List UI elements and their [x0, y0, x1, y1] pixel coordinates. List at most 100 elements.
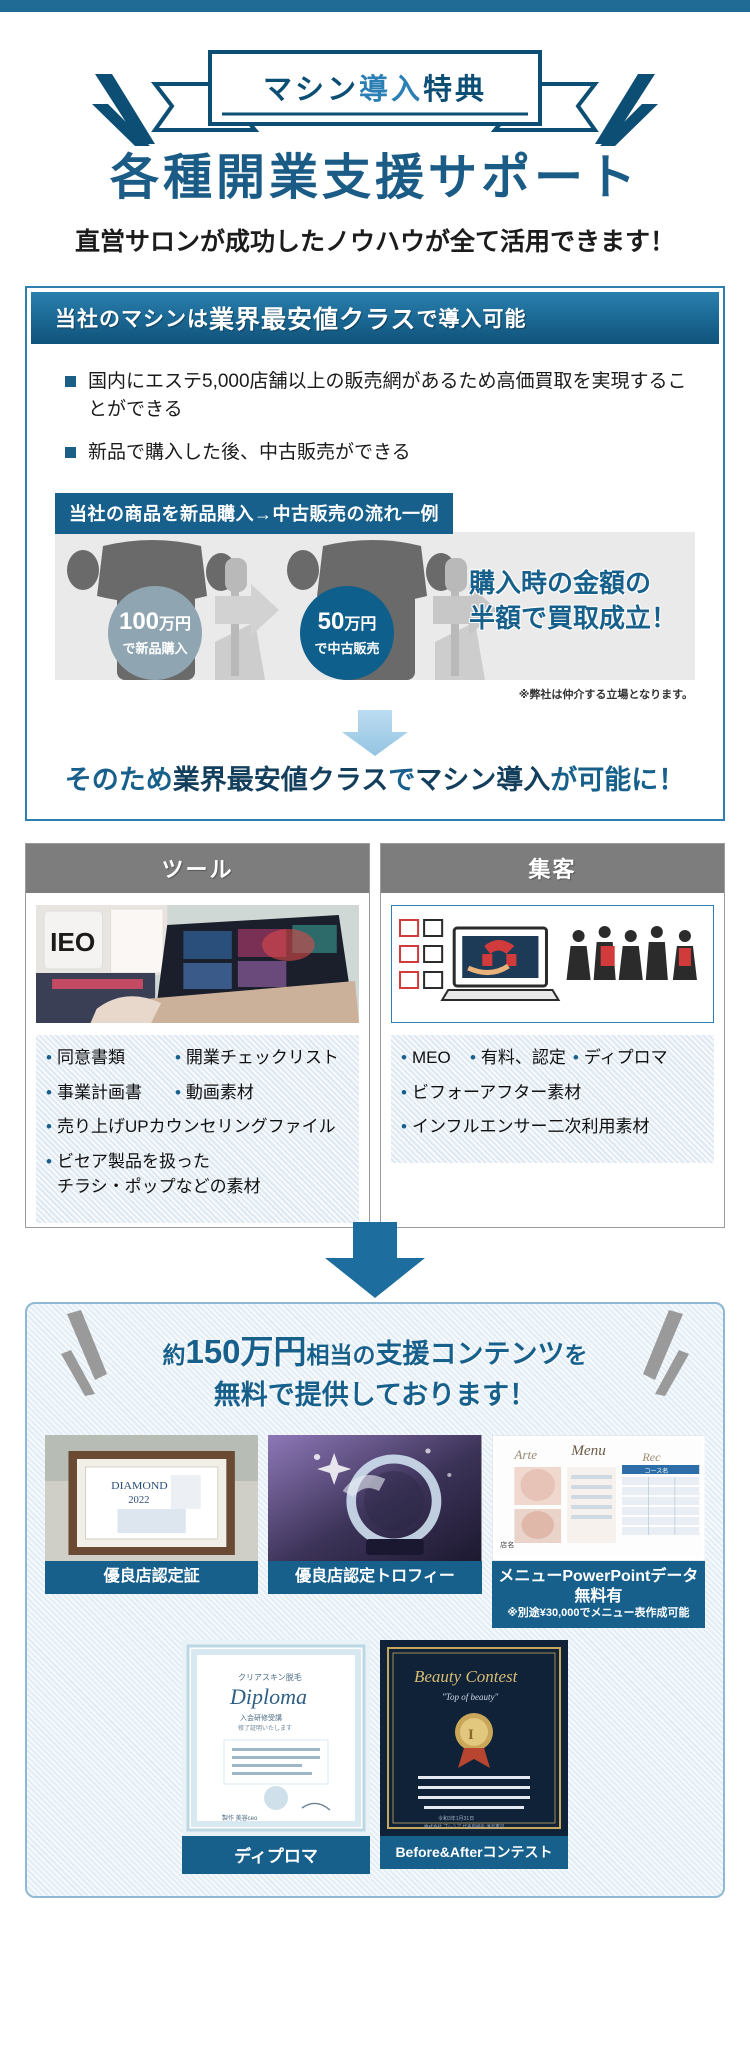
down-arrow-icon [342, 710, 408, 757]
slash-right-icon [643, 1309, 689, 1396]
heading-particle: を [564, 1341, 588, 1368]
card-caption: ディプロマ [182, 1835, 370, 1874]
laptop-on-desk-photo: IEO [36, 905, 359, 1024]
marketing-item-list: • MEO • 有料、認定 • ディプロマ • ビフォーアフター素材 • インフ… [391, 1035, 714, 1163]
closing-part-e: が可能に！ [550, 765, 686, 796]
svg-text:令和3年1月31日: 令和3年1月31日 [438, 1815, 474, 1822]
list-item-label: 開業チェックリスト [185, 1048, 339, 1068]
crystal-trophy-graphic [268, 1434, 482, 1561]
list-item: • 事業計画書 • 動画素材 [46, 1080, 351, 1106]
heading-part-c: で導入可能 [416, 307, 527, 331]
card-contest[interactable]: Beauty Contest "Top of beauty" I 令和3年1月3… [380, 1639, 568, 1874]
list-item: • 同意書類 • 開業チェックリスト [46, 1045, 351, 1071]
list-item-label: 事業計画書 [56, 1082, 142, 1102]
svg-text:修了証明いたします: 修了証明いたします [238, 1724, 292, 1732]
heading-value: 150万円 [185, 1332, 307, 1370]
price-circle-new-amount: 100万円 [118, 607, 192, 635]
framed-certificate-photo: DIAMOND 2022 [45, 1434, 259, 1561]
column-tools-title: ツール [26, 844, 369, 894]
list-item: • MEO • 有料、認定 • ディプロマ [401, 1045, 706, 1071]
laptop-photo-graphic: IEO [36, 905, 359, 1024]
flow-result-line1: 購入時の金額の [468, 568, 651, 599]
flow-diagram-tag: 当社の商品を新品購入→中古販売の流れ一例 [55, 493, 453, 535]
closing-part-d: マシン導入 [415, 765, 551, 796]
dot-bullet-icon: • [174, 1082, 181, 1102]
top-accent-bar [0, 0, 750, 12]
price-circle-used-caption: で中古販売 [314, 640, 380, 656]
marketing-illustration [391, 905, 714, 1024]
closing-part-c: で [388, 765, 416, 796]
diploma-certificate-graphic: クリアスキン脱毛 Diploma 入会研修受講 修了証明いたします 製作 美容c… [182, 1639, 370, 1836]
list-item-label: ビフォーアフター素材 [411, 1082, 582, 1102]
dot-bullet-icon: • [401, 1082, 407, 1102]
svg-text:I: I [468, 1727, 474, 1743]
card-menu-ppt[interactable]: Arte Menu Rec コース名 [491, 1434, 705, 1628]
tools-and-marketing-columns: ツール IEO [25, 843, 725, 1228]
benefit-bullet-list: 国内にエステ5,000店舗以上の販売網があるため高価買取を実現することができる … [27, 348, 723, 488]
dot-bullet-icon: • [46, 1151, 52, 1171]
square-bullet-icon [65, 446, 76, 458]
card-caption-main: メニューPowerPointデータ無料有 [498, 1567, 699, 1605]
svg-text:製作 美容ceo: 製作 美容ceo [222, 1814, 258, 1822]
beauty-contest-certificate-graphic: Beauty Contest "Top of beauty" I 令和3年1月3… [380, 1639, 568, 1836]
list-item-label: 動画素材 [185, 1082, 254, 1102]
price-circle-new: 100万円 で新品購入 [108, 586, 202, 681]
price-circle-new-caption: で新品購入 [122, 640, 188, 656]
card-trophy[interactable]: 優良店認定トロフィー [268, 1434, 482, 1628]
svg-text:株式会社 プレミア 代表取締役 清高憲司: 株式会社 プレミア 代表取締役 清高憲司 [424, 1823, 504, 1830]
list-item-label: ビセア製品を扱った [56, 1151, 210, 1171]
flow-result-line2: 半額で買取成立！ [468, 603, 677, 634]
slash-left-icon [61, 1309, 107, 1396]
bullet-text: 新品で購入した後、中古販売ができる [88, 441, 411, 463]
svg-text:入会研修受講: 入会研修受講 [240, 1713, 282, 1722]
crystal-trophy-photo [268, 1434, 482, 1561]
free-support-content-section: 約150万円相当の支援コンテンツを 無料で提供しております！ DIAMOND 2… [25, 1301, 725, 1898]
heading-part-b: 業界最安値クラス [209, 305, 417, 334]
heading-approx: 約 [162, 1341, 186, 1368]
card-caption: 優良店認定トロフィー [268, 1560, 482, 1594]
bullet-text: 国内にエステ5,000店舗以上の販売網があるため高価買取を実現することができる [88, 370, 687, 421]
card-certificate[interactable]: DIAMOND 2022 優良店認定証 [45, 1434, 259, 1628]
column-marketing-body: • MEO • 有料、認定 • ディプロマ • ビフォーアフター素材 • インフ… [381, 893, 724, 1167]
card-diploma[interactable]: クリアスキン脱毛 Diploma 入会研修受講 修了証明いたします 製作 美容c… [182, 1639, 370, 1874]
svg-text:クリアスキン脱毛: クリアスキン脱毛 [238, 1672, 302, 1682]
svg-text:Menu: Menu [570, 1443, 606, 1459]
list-item: • インフルエンサー二次利用素材 [401, 1114, 706, 1140]
card-caption: メニューPowerPointデータ無料有 ※別途¥30,000でメニュー表作成可… [491, 1560, 705, 1628]
page-title: 各種開業支援サポート [109, 151, 640, 205]
dot-bullet-icon: • [46, 1082, 52, 1102]
free-support-heading-line1: 約150万円相当の支援コンテンツを [45, 1328, 705, 1376]
dot-bullet-icon: • [46, 1117, 52, 1137]
square-bullet-icon [65, 375, 76, 387]
list-item: • 売り上げUPカウンセリングファイル [46, 1114, 351, 1140]
list-item-label: 同意書類 [56, 1048, 125, 1068]
heading-part-a: 当社のマシンは [55, 307, 209, 331]
menu-powerpoint-graphic: Arte Menu Rec コース名 [491, 1434, 705, 1561]
marketing-illustration-graphic [392, 906, 713, 1023]
flow-result-text: 購入時の金額の 半額で買取成立！ [469, 566, 677, 636]
flow-diagram-panel: 100万円 で新品購入 50万円 で中古販売 購入時の金額の 半額で買取成立！ [55, 532, 695, 681]
svg-text:IEO: IEO [50, 928, 95, 958]
list-item-label: ディプロマ [583, 1048, 668, 1068]
list-item-label: MEO [411, 1048, 451, 1068]
resale-flow-diagram: 当社の商品を新品購入→中古販売の流れ一例 [55, 493, 695, 681]
heading-equiv: 相当の [306, 1341, 376, 1368]
down-arrow-large-icon [325, 1221, 425, 1298]
heading-content: 支援コンテンツ [375, 1338, 565, 1369]
ribbon-title-part3: 特典 [423, 74, 488, 106]
price-circle-used: 50万円 で中古販売 [300, 586, 394, 681]
dot-bullet-icon: • [401, 1048, 407, 1068]
card-caption: 優良店認定証 [45, 1560, 259, 1594]
ribbon-title-part1: マシン [262, 74, 359, 106]
dot-bullet-icon: • [401, 1117, 407, 1137]
list-item-label: インフルエンサー二次利用素材 [411, 1117, 650, 1137]
column-marketing: 集客 [380, 843, 725, 1228]
price-circle-used-amount: 50万円 [317, 607, 377, 635]
list-item-label: 売り上げUPカウンセリングファイル [56, 1117, 336, 1137]
dot-bullet-icon: • [572, 1048, 579, 1068]
svg-text:DIAMOND: DIAMOND [111, 1480, 168, 1492]
svg-text:Diploma: Diploma [229, 1684, 307, 1709]
support-cards-row-1: DIAMOND 2022 優良店認定証 [45, 1434, 705, 1628]
ribbon-banner-icon [92, 50, 658, 146]
tools-item-list: • 同意書類 • 開業チェックリスト • 事業計画書 • 動画素材 • 売り上げ… [36, 1035, 359, 1223]
